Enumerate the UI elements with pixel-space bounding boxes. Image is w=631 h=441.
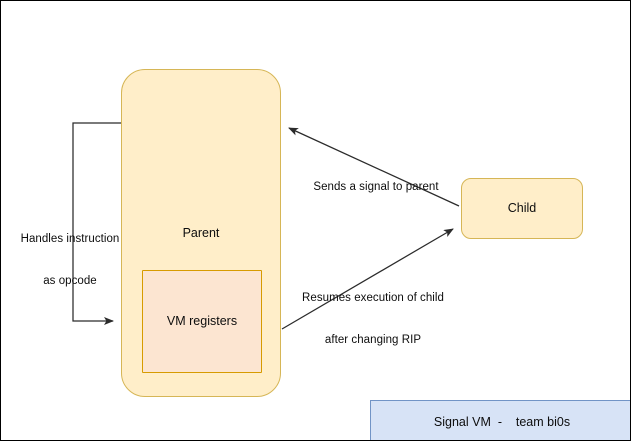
node-vm-registers[interactable]: VM registers <box>142 270 262 373</box>
edge-label-handles-instruction-line2: as opcode <box>43 275 97 288</box>
edge-label-handles-instruction-line1: Handles instruction <box>20 233 120 246</box>
node-parent-label: Parent <box>182 226 220 240</box>
edge-label-resumes-execution: Resumes execution of child after changin… <box>300 263 446 375</box>
edge-label-sends-signal-line1: Sends a signal to parent <box>313 181 439 194</box>
node-child-label: Child <box>507 200 537 215</box>
node-vm-registers-label: VM registers <box>166 313 238 328</box>
edge-label-handles-instruction: Handles instruction as opcode <box>18 204 122 316</box>
edge-label-resumes-execution-line2: after changing RIP <box>324 334 422 347</box>
edge-label-sends-signal: Sends a signal to parent <box>306 152 446 222</box>
footer-banner-text: Signal VM - team bi0s <box>433 415 571 429</box>
footer-banner: Signal VM - team bi0s <box>370 400 630 440</box>
node-child[interactable]: Child <box>461 178 583 239</box>
edge-label-resumes-execution-line1: Resumes execution of child <box>302 292 444 305</box>
